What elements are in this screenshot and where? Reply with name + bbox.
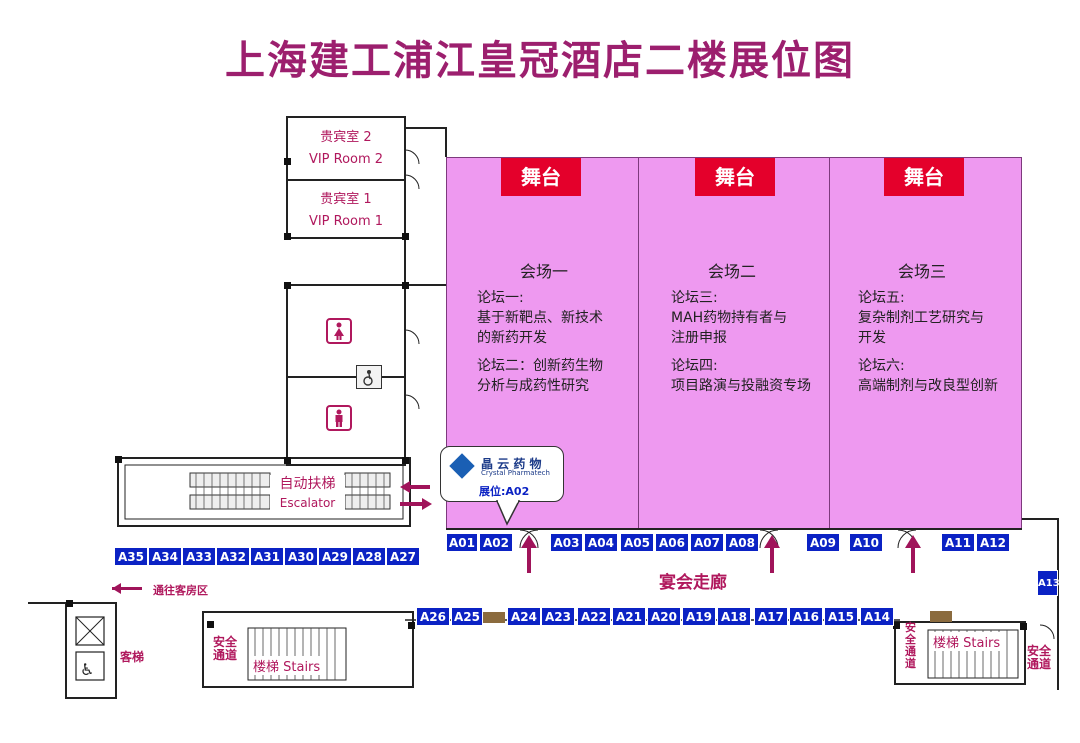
corridor-label: 宴会走廊 — [659, 573, 727, 593]
booth-a19[interactable]: A19 — [682, 607, 716, 626]
map-title: 上海建工浦江皇冠酒店二楼展位图 — [225, 38, 855, 84]
booth-a14[interactable]: A14 — [860, 607, 894, 626]
booth-a30[interactable]: A30 — [284, 547, 318, 566]
stage-1: 舞台 — [501, 158, 581, 196]
guest-lift-label: 客梯 — [120, 650, 145, 664]
booth-a05[interactable]: A05 — [620, 533, 654, 552]
vip-room-1-en: VIP Room 1 — [308, 214, 384, 229]
forum-5-desc: 论坛五: 复杂制剂工艺研究与 开发 — [858, 290, 984, 346]
booth-a12[interactable]: A12 — [976, 533, 1010, 552]
booth-a34[interactable]: A34 — [148, 547, 182, 566]
stage-2: 舞台 — [695, 158, 775, 196]
booth-a27[interactable]: A27 — [386, 547, 420, 566]
escalator-en: Escalator — [279, 496, 336, 510]
booth-a18[interactable]: A18 — [717, 607, 751, 626]
booth-a09[interactable]: A09 — [806, 533, 840, 552]
sponsor-callout-pointer — [495, 500, 521, 526]
booth-a23[interactable]: A23 — [541, 607, 575, 626]
stage-3: 舞台 — [884, 158, 964, 196]
safety-exit-left: 安全 通道 — [213, 635, 238, 662]
sponsor-booth: 展位:A02 — [479, 485, 530, 498]
venue-hall-3[interactable] — [829, 157, 1022, 529]
booth-a29[interactable]: A29 — [318, 547, 352, 566]
booth-a17[interactable]: A17 — [754, 607, 788, 626]
accessible-restroom-icon — [356, 365, 382, 389]
stairs-left-label: 楼梯 Stairs — [251, 656, 323, 675]
forum-2-desc: 论坛二：创新药生物 分析与成药性研究 — [477, 358, 603, 394]
guest-area-direction: 通往客房区 — [153, 584, 208, 597]
safety-exit-right-vertical: 安 全 通 道 — [905, 621, 916, 670]
booth-a24[interactable]: A24 — [507, 607, 541, 626]
venue-name-1: 会场一 — [520, 262, 569, 281]
escalator-cn: 自动扶梯 — [279, 476, 336, 492]
forum-6-desc: 论坛六: 高端制剂与改良型创新 — [858, 358, 998, 394]
booth-a03[interactable]: A03 — [550, 533, 583, 552]
forum-4-desc: 论坛四: 项目路演与投融资专场 — [671, 358, 811, 394]
booth-a16[interactable]: A16 — [789, 607, 823, 626]
booth-a10[interactable]: A10 — [849, 533, 883, 552]
booth-a02[interactable]: A02 — [479, 533, 513, 552]
booth-a22[interactable]: A22 — [577, 607, 611, 626]
booth-a35[interactable]: A35 — [114, 547, 148, 566]
vip-room-2-cn: 贵宾室 2 — [320, 130, 372, 145]
booth-a04[interactable]: A04 — [584, 533, 618, 552]
booth-a32[interactable]: A32 — [216, 547, 250, 566]
vip-room-1[interactable]: 贵宾室 1 VIP Room 1 — [287, 189, 405, 233]
stairs-right-label: 楼梯 Stairs — [931, 632, 1003, 651]
booth-a13[interactable]: A13 — [1037, 570, 1060, 596]
booth-a28[interactable]: A28 — [352, 547, 386, 566]
sponsor-logo-icon — [449, 453, 475, 479]
vip-room-1-cn: 贵宾室 1 — [320, 192, 372, 207]
booth-a08[interactable]: A08 — [725, 533, 759, 552]
booth-a25[interactable]: A25 — [451, 607, 483, 626]
sponsor-name-cn: 晶 云 药 物 — [481, 457, 542, 471]
venue-name-2: 会场二 — [708, 262, 757, 281]
booth-a21[interactable]: A21 — [612, 607, 646, 626]
booth-a11[interactable]: A11 — [941, 533, 975, 552]
sponsor-name-en: Crystal Pharmatech — [481, 469, 550, 477]
booth-a20[interactable]: A20 — [647, 607, 681, 626]
booth-a06[interactable]: A06 — [655, 533, 689, 552]
booth-a15[interactable]: A15 — [824, 607, 858, 626]
female-restroom-icon — [326, 318, 352, 344]
wheelchair-icon: ♿ — [80, 660, 95, 679]
safety-exit-right: 安全 通道 — [1027, 644, 1052, 671]
vip-room-2[interactable]: 贵宾室 2 VIP Room 2 — [287, 127, 405, 171]
forum-3-desc: 论坛三: MAH药物持有者与 注册申报 — [671, 290, 788, 346]
escalator[interactable]: 自动扶梯 Escalator — [270, 475, 345, 513]
booth-a07[interactable]: A07 — [690, 533, 724, 552]
booth-a31[interactable]: A31 — [250, 547, 284, 566]
booth-a26[interactable]: A26 — [416, 607, 450, 626]
vip-room-2-en: VIP Room 2 — [308, 152, 384, 167]
sponsor-callout[interactable]: 晶 云 药 物 Crystal Pharmatech 展位:A02 — [440, 446, 564, 502]
male-restroom-icon — [326, 405, 352, 431]
booth-a01[interactable]: A01 — [446, 533, 478, 552]
venue-name-3: 会场三 — [898, 262, 947, 281]
booth-a33[interactable]: A33 — [182, 547, 216, 566]
forum-1-2: 论坛一: 基于新靶点、新技术 的新药开发 — [477, 290, 603, 346]
